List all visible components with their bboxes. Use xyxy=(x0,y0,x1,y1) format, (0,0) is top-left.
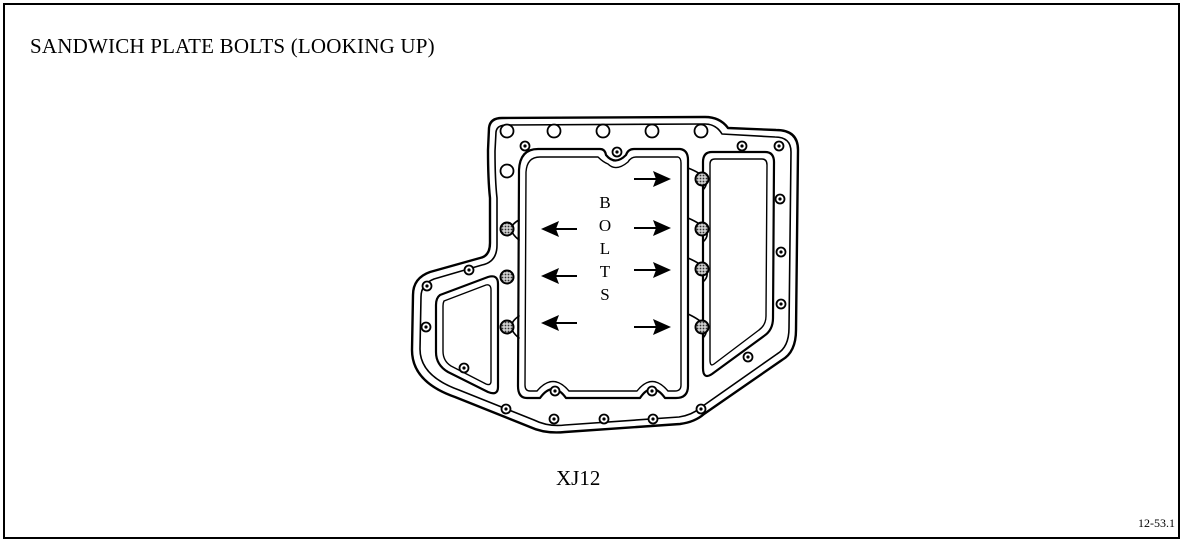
sandwich-bolt xyxy=(694,261,710,277)
right-window-outer xyxy=(701,150,776,378)
bolts-letter: O xyxy=(599,216,611,235)
arrow-right xyxy=(634,220,671,236)
bolt-hole xyxy=(546,123,562,139)
bolt-hole xyxy=(595,123,611,139)
bolts-label: B O L T S xyxy=(599,193,611,304)
bolts-letter: T xyxy=(600,262,611,281)
arrow-left xyxy=(541,315,577,331)
right-bosses xyxy=(687,167,708,339)
bolts-letter: L xyxy=(600,239,610,258)
bolts-letter: S xyxy=(600,285,609,304)
centre-window-outer xyxy=(516,147,690,400)
arrow-right xyxy=(634,171,671,187)
left-window-inner xyxy=(442,284,492,386)
sandwich-bolt xyxy=(499,269,515,285)
arrow-right xyxy=(634,319,671,335)
sandwich-bolt xyxy=(694,319,710,335)
right-window-inner xyxy=(709,158,768,366)
model-caption: XJ12 xyxy=(556,466,601,490)
bolt-hole xyxy=(499,163,515,179)
arrow-left xyxy=(541,268,577,284)
plate-outer-outline xyxy=(410,115,800,434)
sandwich-bolt xyxy=(499,221,515,237)
sandwich-bolt xyxy=(694,221,710,237)
plate-outer-inner-line xyxy=(419,123,792,427)
figure-title: SANDWICH PLATE BOLTS (LOOKING UP) xyxy=(30,34,435,58)
arrow-left xyxy=(541,221,577,237)
bolt-hole xyxy=(499,123,515,139)
sandwich-bolt xyxy=(499,319,515,335)
bolts-letter: B xyxy=(599,193,610,212)
figure-frame xyxy=(3,3,1180,539)
figure-reference: 12-53.1 xyxy=(1138,516,1175,530)
left-window-outer xyxy=(434,275,500,395)
bolt-hole xyxy=(693,123,709,139)
centre-window-inner xyxy=(524,156,682,392)
arrow-right xyxy=(634,262,671,278)
bolt-hole xyxy=(644,123,660,139)
sandwich-bolt xyxy=(694,171,710,187)
